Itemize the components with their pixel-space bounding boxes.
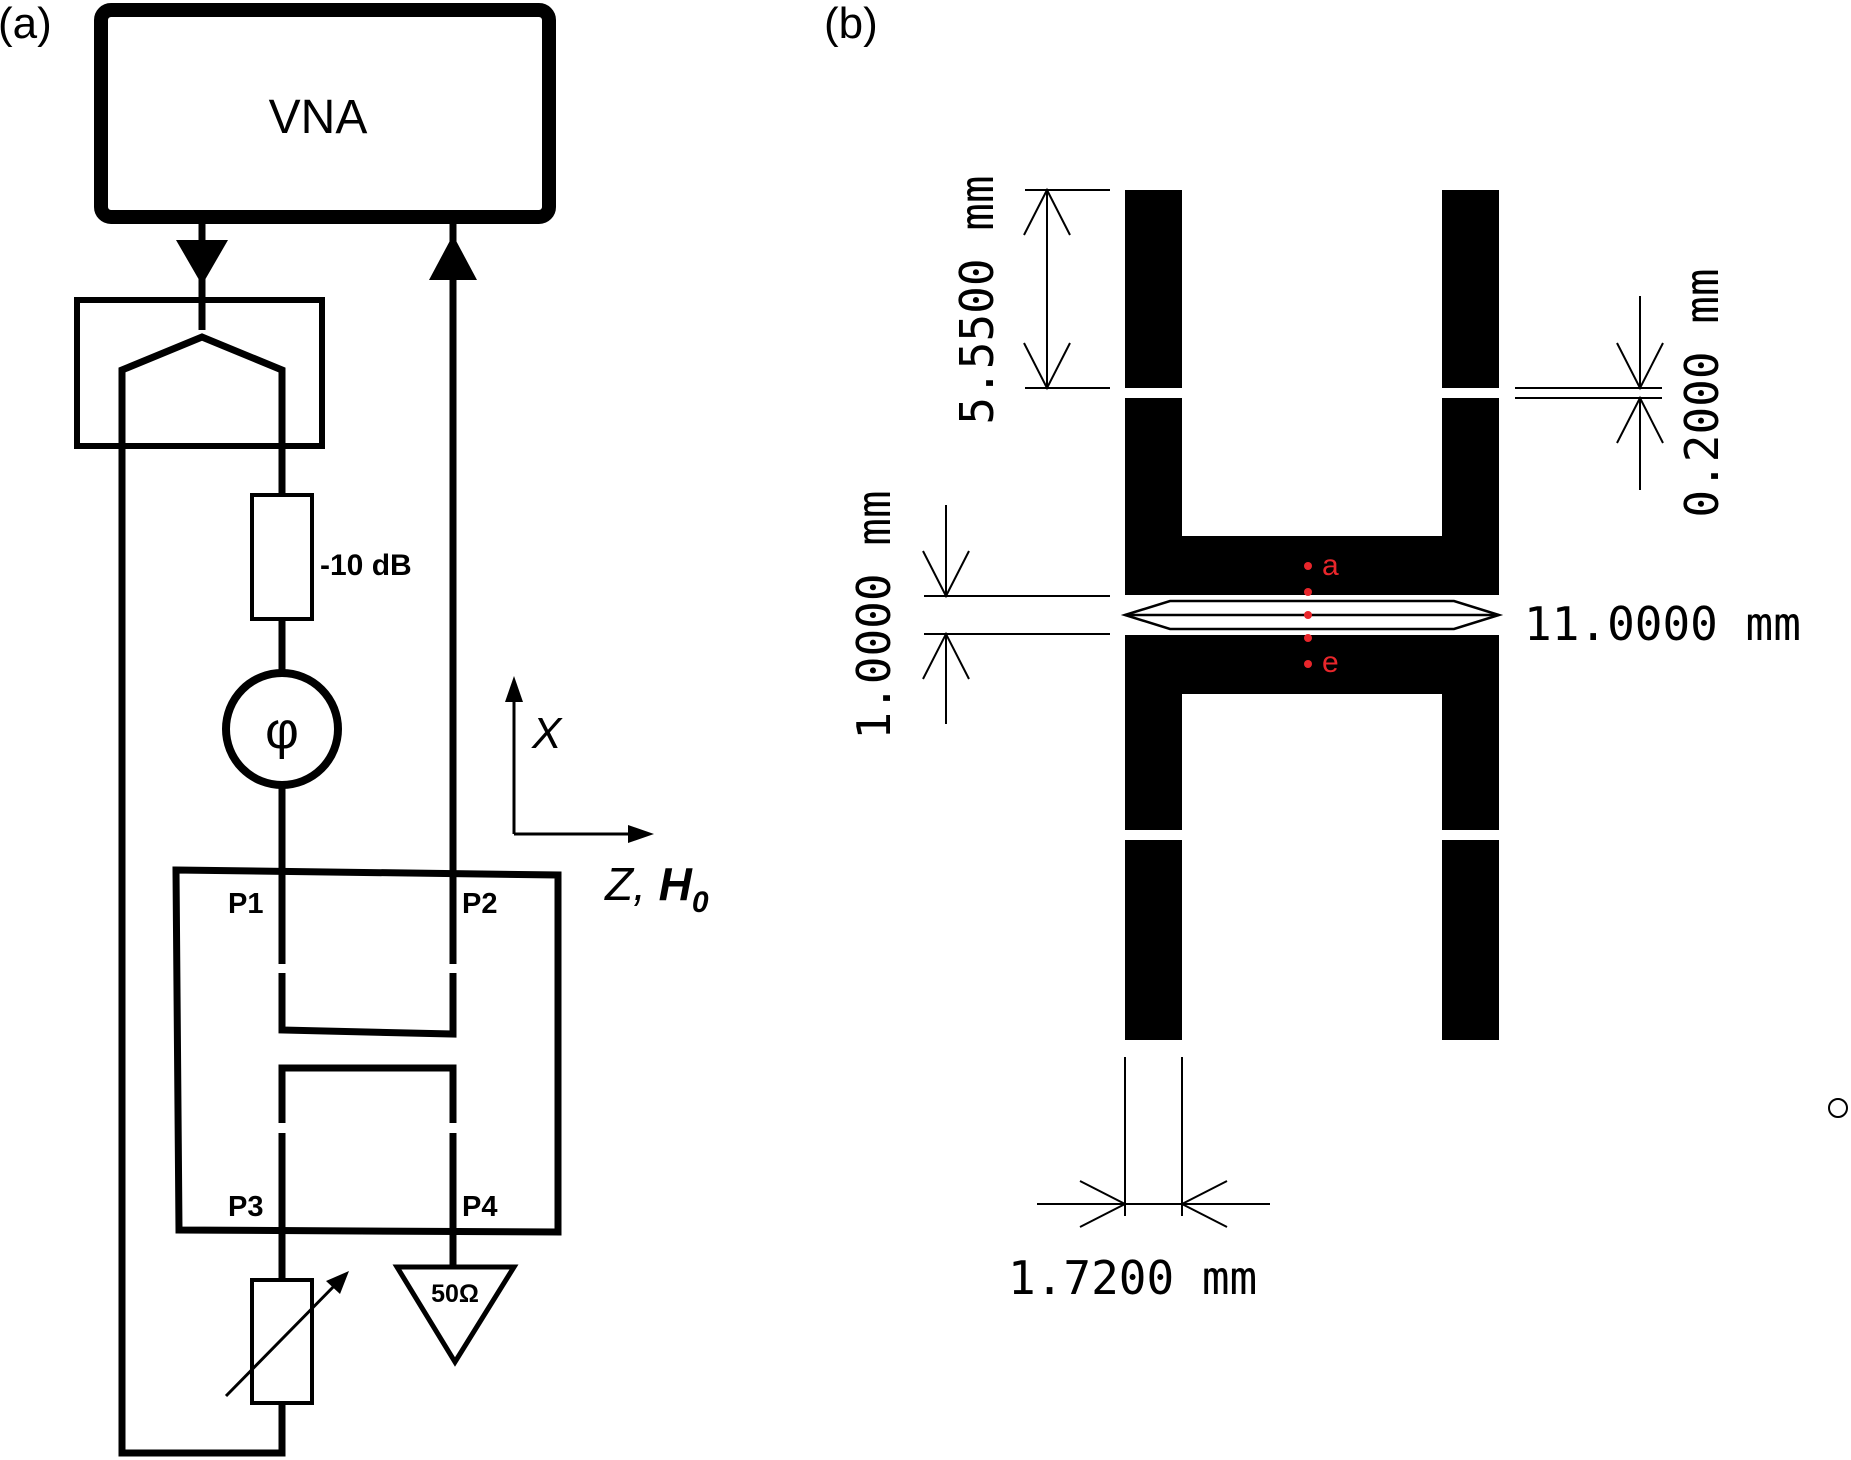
panel-b: (b) 11.0000 mm a e — [824, 0, 1848, 1305]
dim-strip-width: 1.7200 mm — [1008, 1251, 1257, 1305]
h0-subscript: 0 — [692, 886, 709, 919]
x-axis-label: X — [531, 709, 563, 758]
right-strip-top — [1442, 190, 1499, 388]
right-strip-bottom — [1442, 840, 1499, 1040]
right-strip-lower-mid — [1442, 694, 1499, 830]
phase-symbol: φ — [265, 702, 299, 760]
length-dimension — [1023, 187, 1110, 391]
dim-separation: 1.0000 mm — [847, 490, 901, 739]
variable-arrowhead — [326, 1271, 349, 1294]
lower-crossbar — [1125, 635, 1499, 694]
dim-gap: 0.2000 mm — [1675, 268, 1729, 517]
vna-label: VNA — [269, 91, 368, 144]
feedback-loop-line — [118, 496, 286, 1457]
attenuator — [250, 493, 314, 621]
panel-b-label: (b) — [824, 0, 878, 48]
lower-resonator — [278, 1064, 457, 1123]
load-label: 50Ω — [431, 1280, 479, 1308]
port-p2-label: P2 — [462, 888, 497, 920]
port-p3-label: P3 — [228, 1191, 263, 1223]
panel-a-label: (a) — [0, 0, 52, 48]
point-a-dot — [1304, 562, 1312, 570]
left-strip-upper-mid — [1125, 398, 1182, 536]
upper-resonator — [278, 973, 457, 1038]
port-p4-label: P4 — [462, 1191, 497, 1223]
dut-box — [172, 866, 562, 1236]
right-strip-upper-mid — [1442, 398, 1499, 536]
vna-input-arrow — [429, 235, 477, 280]
stray-circle-mark — [1828, 1098, 1848, 1118]
strip-width-dimension — [1037, 1057, 1270, 1228]
power-splitter-box — [74, 297, 325, 449]
gap-dimension — [1515, 296, 1664, 490]
point-e-dot — [1304, 660, 1312, 668]
variable-attenuator — [250, 1278, 314, 1405]
attenuator-label: -10 dB — [320, 549, 412, 582]
left-strip-bottom — [1125, 840, 1182, 1040]
x-axis-arrowhead — [505, 676, 523, 702]
splitter-branches — [118, 333, 286, 500]
z-axis-label-z: Z, — [604, 858, 659, 910]
measurement-points: a e — [1304, 549, 1339, 679]
z-axis-label: Z, H0 — [604, 858, 709, 919]
panel-a: (a) VNA -10 dB φ X Z, H0 P1 P2 P3 P4 — [0, 0, 709, 1457]
dim-length: 5.5500 mm — [950, 175, 1004, 424]
point-dot-3 — [1304, 611, 1312, 619]
separation-dimension — [922, 505, 1110, 724]
point-dot-2 — [1304, 588, 1312, 596]
point-e-label: e — [1322, 646, 1339, 679]
z-axis-arrowhead — [628, 825, 654, 843]
variable-arrow-line — [224, 1278, 342, 1398]
port-p1-label: P1 — [228, 888, 263, 920]
left-strip-lower-mid — [1125, 694, 1182, 830]
h0-label: H — [659, 858, 693, 910]
upper-crossbar — [1125, 536, 1499, 595]
left-strip-top — [1125, 190, 1182, 388]
dim-width-total: 11.0000 mm — [1524, 597, 1801, 651]
point-a-label: a — [1322, 549, 1339, 582]
vna-output-arrow — [176, 240, 228, 285]
vna-box — [94, 3, 556, 224]
load-50ohm — [392, 1264, 519, 1367]
point-dot-4 — [1304, 634, 1312, 642]
